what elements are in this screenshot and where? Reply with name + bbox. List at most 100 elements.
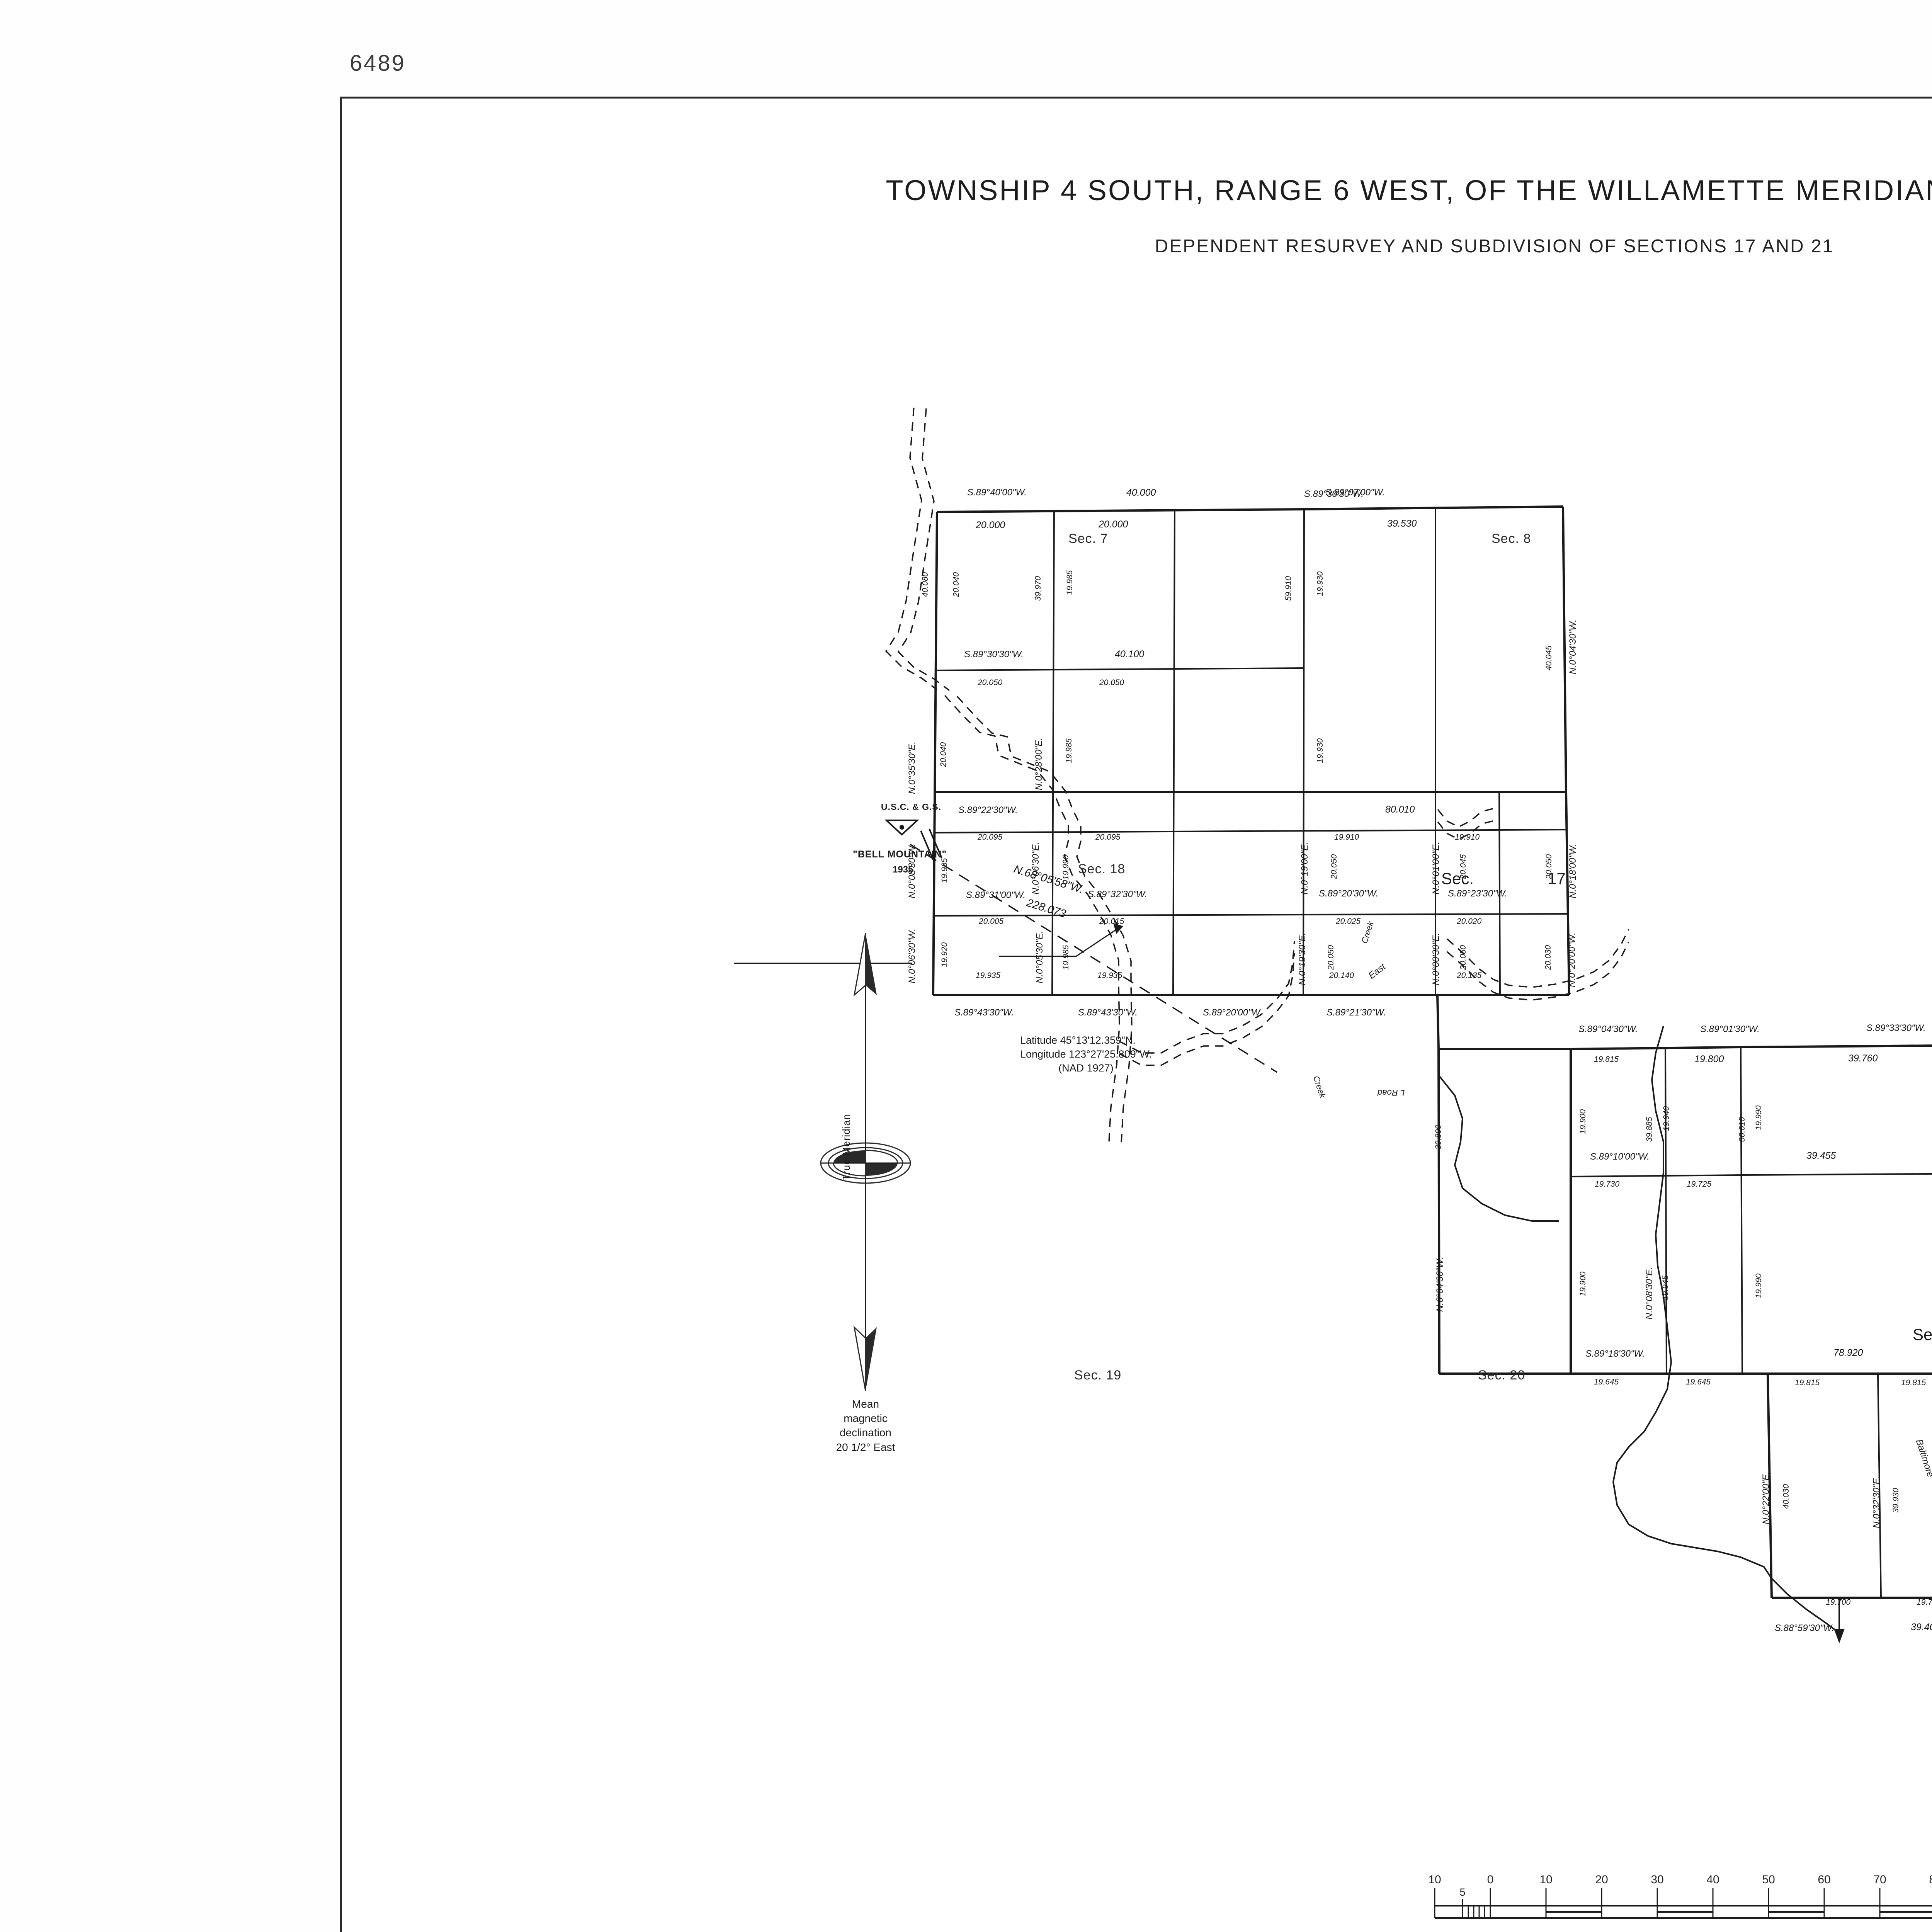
bearing-n00830e-2: N.0°08'30"E. (1644, 1267, 1655, 1320)
dist-20050-c: 20.050 (1330, 854, 1338, 879)
dist-19910-a: 19.910 (1334, 833, 1359, 842)
declination-line-4: 20 1/2° East (836, 1441, 895, 1453)
bearing-s893230: S.89°32'30"W. (1088, 889, 1147, 900)
interior-label-sec17-word: Sec. (1441, 869, 1474, 888)
dist-20095-b: 20.095 (1095, 833, 1121, 842)
dist-19985-c: 19.985 (1061, 945, 1070, 970)
dist-19900-a: 19.900 (1578, 1109, 1587, 1134)
bearing-n03530e: N.0°35'30"E. (907, 741, 917, 794)
dist-19700-a: 19.700 (1826, 1598, 1851, 1607)
dist-20025: 20.025 (1336, 917, 1361, 926)
triangulation-station-name: "BELL MOUNTAIN" (853, 849, 947, 860)
dist-20030: 20.030 (1544, 945, 1553, 970)
dist-39455: 39.455 (1806, 1150, 1836, 1161)
dist-19930-b: 19.930 (1316, 738, 1325, 763)
dist-20135: 20.135 (1457, 971, 1482, 980)
dist-19945: 19.945 (1661, 1275, 1670, 1300)
bearing-s892230: S.89°22'30"W. (958, 805, 1018, 815)
dist-19815-c: 19.815 (1901, 1378, 1926, 1387)
dist-19645-b: 19.645 (1686, 1378, 1711, 1386)
longitude-value: Longitude 123°27'25.809"W. (1020, 1048, 1152, 1060)
dist-20050-a: 20.050 (978, 678, 1003, 687)
datum-value: (NAD 1927) (1058, 1062, 1114, 1074)
interior-label-sec17-number: 17 (1548, 869, 1566, 888)
survey-map-drawing (734, 407, 1932, 1643)
dist-19990-b: 19.990 (1754, 1273, 1763, 1298)
bearing-n00430w-2: N.0°04'30"W. (1435, 1257, 1445, 1312)
dist-19940: 19.940 (1662, 1106, 1671, 1131)
dist-19800: 19.800 (1694, 1054, 1724, 1065)
bearing-n02000w: N.0°20'00"W. (1567, 932, 1577, 987)
dist-40000: 40.000 (1126, 487, 1156, 498)
section-label-sec18: Sec. 18 (1078, 862, 1126, 876)
dist-40045: 40.045 (1544, 645, 1553, 670)
bearing-s894330-a: S.89°43'30"W. (954, 1007, 1014, 1018)
scale-tick-label: 80 (1929, 1873, 1932, 1886)
dist-78920: 78.920 (1833, 1347, 1863, 1358)
dist-20000-a: 20.000 (976, 520, 1005, 531)
bearing-s894330-b: S.89°43'30"W. (1078, 1007, 1138, 1018)
dist-20000-b: 20.000 (1099, 519, 1128, 530)
dist-39885: 39.885 (1645, 1117, 1654, 1142)
dist-19990-a: 19.990 (1754, 1105, 1763, 1130)
dist-19645-a: 19.645 (1594, 1378, 1619, 1386)
dist-59910: 59.910 (1284, 576, 1293, 601)
true-meridian-label: True Meridian (840, 1114, 852, 1180)
scale-tick-label: 50 (1762, 1873, 1775, 1886)
bearing-n00100e: N.0°01'00"E. (1431, 842, 1441, 895)
dist-80010-b: 80.010 (1738, 1117, 1747, 1142)
dist-19900-b: 19.900 (1578, 1271, 1587, 1296)
declination-line-3: declination (840, 1427, 891, 1439)
dist-19985-a: 19.985 (1065, 570, 1074, 595)
bearing-s885930: S.88°59'30"W. (1775, 1623, 1834, 1633)
scale-tick-label: 10 (1539, 1873, 1552, 1886)
dist-39530: 39.530 (1387, 518, 1417, 529)
bearing-n01800w: N.0°18'00"W. (1568, 844, 1578, 898)
dist-19935-c: 19.935 (1097, 971, 1122, 980)
bearing-s891830: S.89°18'30"W. (1585, 1349, 1645, 1359)
dist-80010-a: 80.010 (1385, 804, 1415, 815)
bearing-s893330: S.89°33'30"W. (1866, 1023, 1926, 1033)
dist-20005: 20.005 (979, 917, 1004, 926)
dist-20050-e: 20.050 (1327, 945, 1335, 970)
dist-19935-a: 19.935 (940, 858, 949, 883)
dist-19990: 19.990 (1061, 855, 1070, 880)
page-title: TOWNSHIP 4 SOUTH, RANGE 6 WEST, OF THE W… (886, 174, 1932, 206)
dist-19815-a: 19.815 (1594, 1055, 1619, 1064)
bearing-label: S.89°30'30"W. (1304, 489, 1364, 499)
dist-20040-a: 20.040 (952, 572, 961, 597)
dist-19910-b: 19.910 (1455, 833, 1480, 842)
scale-tick-label: 60 (1818, 1873, 1830, 1886)
section-label-sec8: Sec. 8 (1492, 531, 1531, 546)
dist-19725: 19.725 (1687, 1180, 1712, 1189)
dist-20045: 20.045 (1459, 854, 1468, 879)
magnetic-declination-note: Mean magnetic declination 20 1/2° East (802, 1397, 929, 1454)
dist-20040-b: 20.040 (939, 742, 948, 767)
bearing-s890430: S.89°04'30"W. (1578, 1024, 1638, 1034)
bearing-s890130: S.89°01'30"W. (1700, 1024, 1760, 1034)
declination-line-2: magnetic (844, 1412, 888, 1425)
section-label-sec7: Sec. 7 (1068, 531, 1108, 546)
triangulation-agency-label: U.S.C. & G.S. (881, 802, 942, 812)
dist-39930: 39.930 (1891, 1488, 1900, 1513)
page-subtitle: DEPENDENT RESURVEY AND SUBDIVISION OF SE… (1155, 236, 1834, 257)
scale-tick-label: 30 (1651, 1873, 1663, 1886)
bearing-n00430w-top: N.0°04'30"W. (1568, 619, 1578, 674)
triangulation-station-year: 1935 (893, 864, 913, 875)
geodetic-position-callout: Latitude 45°13'12.359"N. Longitude 123°2… (1020, 1034, 1152, 1075)
scale-bar: 10 5 0 10 20 30 40 50 60 70 80 (1428, 1873, 1932, 1919)
bearing-n02200e: N.0°22'00"E. (1761, 1471, 1771, 1524)
road-label-l-road: L Road (1378, 1088, 1405, 1098)
dist-20015: 20.015 (1099, 917, 1124, 926)
bearing-s893100: S.89°31'00"W. (966, 890, 1026, 900)
section-label-sec20: Sec. 20 (1478, 1368, 1526, 1383)
dist-40030: 40.030 (1782, 1484, 1791, 1509)
dist-19730: 19.730 (1595, 1180, 1620, 1189)
bearing-s892000: S.89°20'00"W. (1203, 1007, 1262, 1018)
bearing-n02800e: N.0°28'00"E. (1034, 737, 1044, 790)
dist-40080: 40.080 (921, 572, 930, 597)
scale-tick-label: 10 (1428, 1873, 1441, 1886)
bearing-s8940: S.89°40'00"W. (967, 487, 1027, 498)
bearing-n01900e: N.0°19'00"E. (1299, 842, 1310, 895)
